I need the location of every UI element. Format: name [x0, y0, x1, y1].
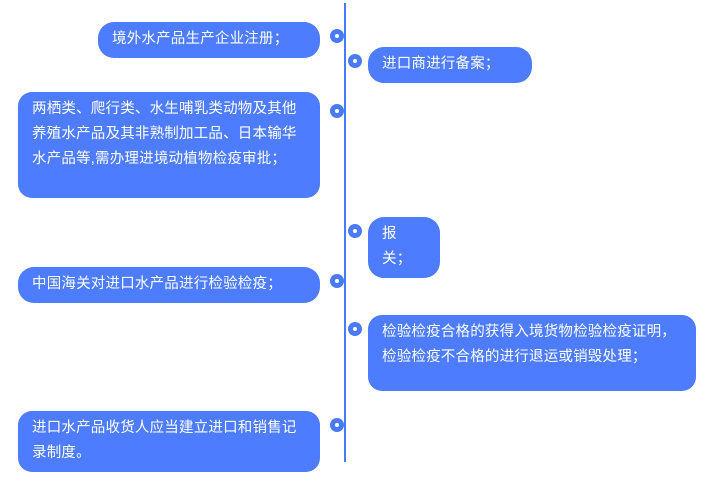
marker-center-dot — [335, 423, 339, 427]
timeline-marker-5 — [330, 274, 344, 288]
timeline-marker-1 — [330, 29, 344, 43]
marker-center-dot — [353, 327, 357, 331]
timeline-node-4[interactable]: 报关； — [368, 217, 440, 278]
timeline-node-2[interactable]: 进口商进行备案； — [368, 47, 532, 83]
timeline-node-3[interactable]: 两栖类、爬行类、水生哺乳类动物及其他养殖水产品及其非熟制加工品、日本输华水产品等… — [18, 92, 320, 198]
timeline-node-1[interactable]: 境外水产品生产企业注册； — [98, 22, 320, 58]
timeline-node-5[interactable]: 中国海关对进口水产品进行检验检疫； — [18, 267, 320, 303]
timeline-marker-4 — [348, 224, 362, 238]
timeline-marker-2 — [348, 54, 362, 68]
timeline-marker-3 — [330, 104, 344, 118]
marker-center-dot — [335, 109, 339, 113]
timeline-axis — [344, 3, 346, 462]
timeline-marker-7 — [330, 418, 344, 432]
timeline-node-6[interactable]: 检验检疫合格的获得入境货物检验检疫证明，检验检疫不合格的进行退运或销毁处理； — [368, 315, 696, 391]
marker-center-dot — [335, 279, 339, 283]
timeline-node-7[interactable]: 进口水产品收货人应当建立进口和销售记录制度。 — [18, 411, 320, 472]
marker-center-dot — [335, 34, 339, 38]
marker-center-dot — [353, 229, 357, 233]
timeline-marker-6 — [348, 322, 362, 336]
marker-center-dot — [353, 59, 357, 63]
